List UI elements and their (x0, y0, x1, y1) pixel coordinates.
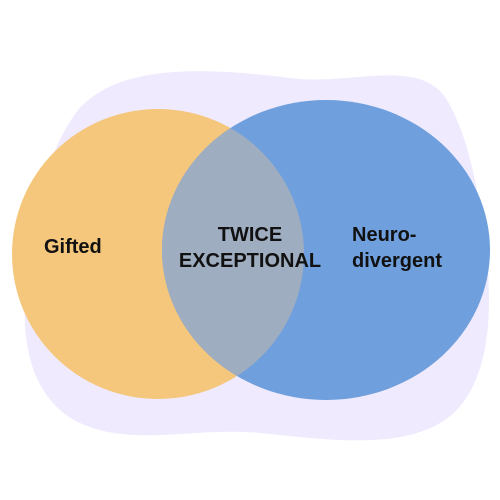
twice-exceptional-line-2: EXCEPTIONAL (178, 250, 322, 272)
neurodivergent-line-2: divergent (352, 250, 443, 272)
neurodivergent-line-1: Neuro- (352, 224, 417, 246)
gifted-label: Gifted (44, 234, 120, 260)
gifted-text: Gifted (44, 236, 102, 258)
twice-exceptional-line-1: TWICE (217, 224, 283, 246)
twice-exceptional-label: TWICE EXCEPTIONAL (175, 222, 325, 274)
neurodivergent-label: Neuro- divergent (352, 222, 462, 274)
overlap-region (162, 109, 304, 399)
